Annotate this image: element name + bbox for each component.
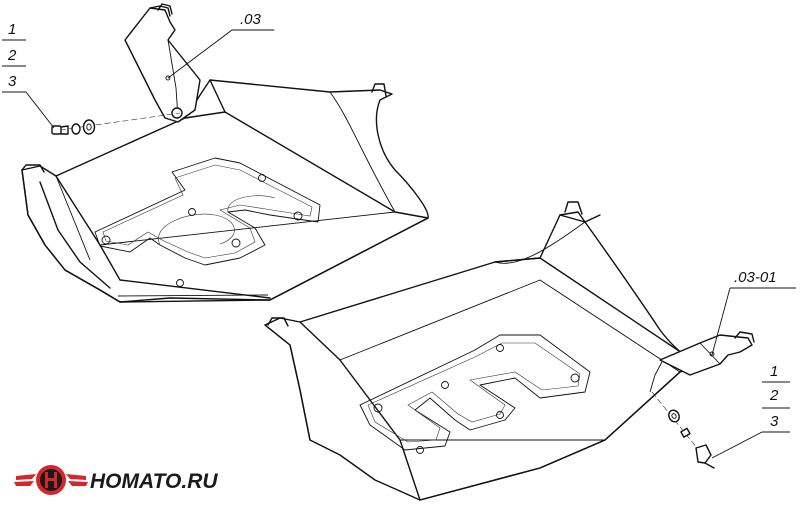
wings-emblem-icon <box>14 465 88 495</box>
callout-top-left-2: 2 <box>7 47 17 64</box>
callout-part-03: .03 <box>240 11 262 28</box>
bracket-03-01 <box>649 331 755 393</box>
callout-top-left: 1 2 3 <box>2 21 55 129</box>
callout-part-top: .03 <box>167 11 275 79</box>
logo-text: HOMATO.RU <box>90 470 218 493</box>
callout-bottom-right-1: 1 <box>770 363 778 380</box>
lower-plate-rib <box>359 334 591 454</box>
bracket-03 <box>124 3 201 123</box>
upper-plate-rib <box>94 157 321 287</box>
homato-logo: HOMATO.RU <box>14 465 218 495</box>
callout-part-03-01: .03-01 <box>734 269 777 286</box>
callout-top-left-3: 3 <box>8 73 17 90</box>
skid-plate-upper <box>21 79 429 303</box>
callout-part-bottom: .03-01 <box>711 269 796 356</box>
callout-bottom-right-2: 2 <box>769 387 779 404</box>
callout-bottom-right: 1 2 3 <box>711 363 790 459</box>
callout-bottom-right-3: 3 <box>770 413 779 430</box>
fasteners-top-left <box>51 112 181 135</box>
fasteners-bottom-right <box>651 391 715 469</box>
callout-top-left-1: 1 <box>8 21 16 38</box>
